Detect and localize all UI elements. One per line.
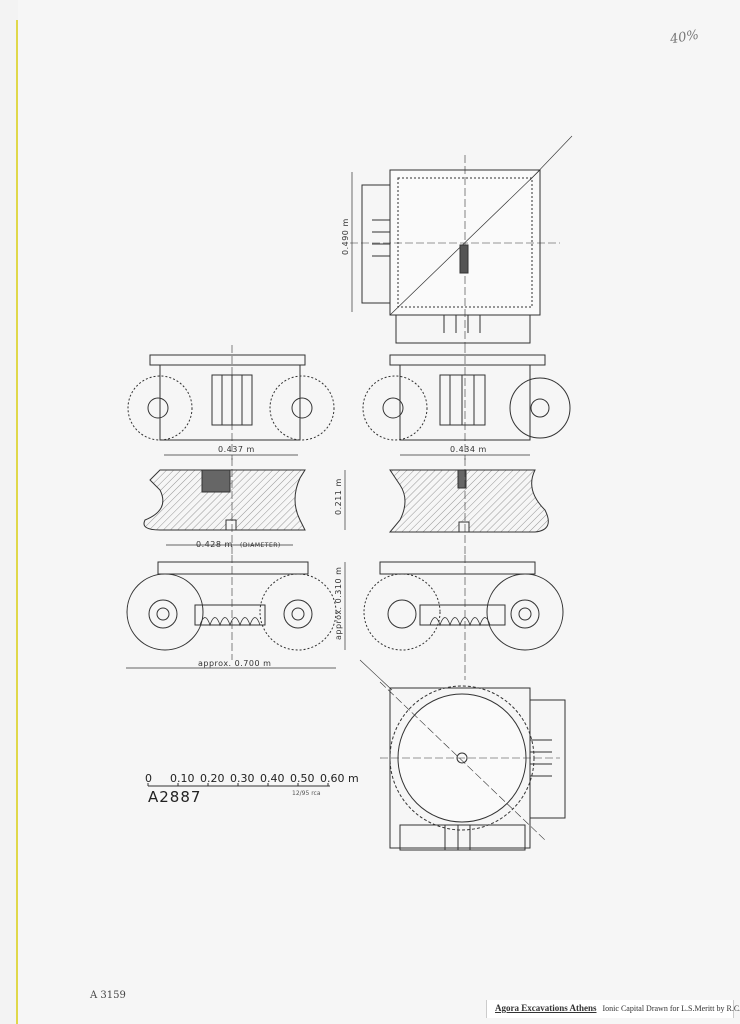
object-id: A2887 [148,788,201,806]
dim-section-height: 0.211 m [334,478,343,515]
caption-strip: Agora Excavations Athens Ionic Capital D… [486,1000,740,1018]
section-left: 0.211 m 0.428 m (DIAMETER) [143,458,346,555]
dim-top-height: 0.490 m [341,218,350,255]
side-elevation-right [363,555,564,680]
top-plan-view: 0.490 m [341,135,573,345]
scale-tick-6: 0.60 m [320,772,359,785]
scale-bar: 0 0.10 0.20 0.30 0.40 0.50 0.60 m A2887 … [145,772,359,806]
dim-side-height: approx. 0.310 m [334,567,343,640]
front-elevation-right: 0.434 m [362,345,571,460]
front-elevation-left: 0.437 m [127,345,335,460]
scale-tick-5: 0.50 [290,772,315,785]
scale-tick-1: 0.10 [170,772,195,785]
side-elevation-left: approx. 0.310 m approx. 0.700 m [126,555,346,669]
dim-diameter: 0.428 m [196,540,233,549]
archive-number: A 3159 [90,990,126,1001]
scale-tick-2: 0.20 [200,772,225,785]
caption-subtitle: Ionic Capital Drawn for L.S.Meritt by R.… [602,1004,740,1013]
section-right [388,458,549,555]
page-edge [16,20,18,1024]
scale-tick-3: 0.30 [230,772,255,785]
dim-front-left-width: 0.437 m [218,445,255,454]
drawing-sheet [18,0,740,1024]
dim-diameter-note: (DIAMETER) [240,542,281,549]
drafter-mark: 12/95 rca [292,790,321,797]
dim-front-right-width: 0.434 m [450,445,487,454]
scale-tick-0: 0 [145,772,152,785]
scale-tick-4: 0.40 [260,772,285,785]
dim-side-width: approx. 0.700 m [198,659,271,668]
caption-title: Agora Excavations Athens [495,1003,597,1013]
bottom-plan-view [359,659,566,851]
